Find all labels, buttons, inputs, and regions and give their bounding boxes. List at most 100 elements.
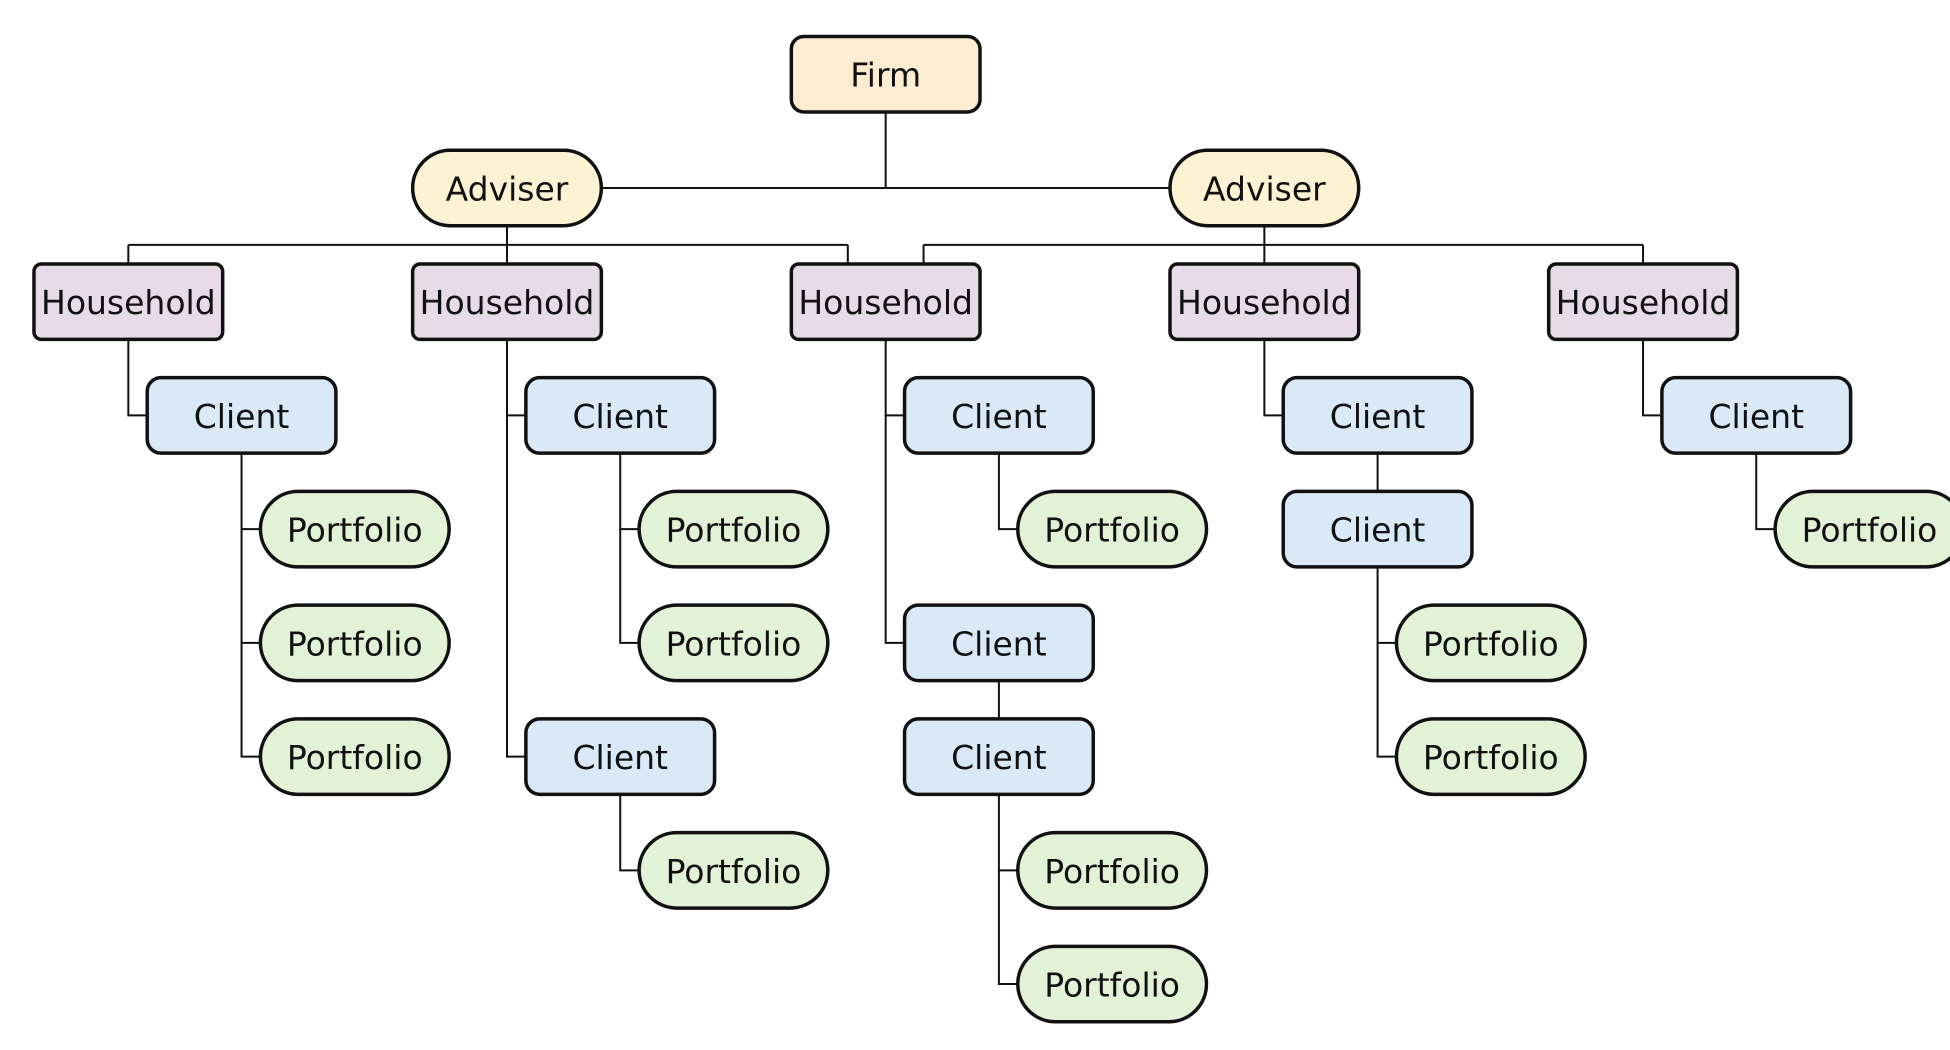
portfolio-node: Portfolio [637,603,830,683]
portfolio-box [637,830,830,910]
portfolio-box [1394,603,1587,683]
connector-line [619,453,640,531]
portfolio-label: Portfolio [666,511,802,550]
portfolio-node: Portfolio [1016,830,1209,910]
client-label: Client [572,397,668,436]
connector-line [997,870,1018,986]
portfolio-label: Portfolio [287,624,423,663]
portfolio-node: Portfolio [258,489,451,569]
client-node: Client [524,717,717,797]
adviser-label: Adviser [1203,169,1326,208]
client-node: Client [1281,489,1474,569]
household-label: Household [798,283,973,322]
client-node: Client [902,603,1096,683]
household-node: Household [789,262,982,342]
household-label: Household [1177,283,1352,322]
client-label: Client [1330,511,1426,550]
connector-line [506,415,526,758]
portfolio-node: Portfolio [258,717,451,797]
portfolio-node: Portfolio [1394,717,1587,797]
household-box [410,262,604,342]
client-node: Client [145,375,338,455]
portfolio-node: Portfolio [1773,489,1950,569]
client-box [1660,375,1853,455]
portfolio-box [637,603,830,683]
household-label: Household [1556,283,1731,322]
household-box [32,262,225,342]
household-label: Household [41,283,216,322]
firm-label: Firm [850,56,921,95]
connector-line [1755,453,1776,531]
connector-line [127,339,148,417]
client-box [1281,375,1474,455]
household-node: Household [32,262,225,342]
client-box [145,375,338,455]
portfolio-label: Portfolio [287,511,423,550]
portfolio-label: Portfolio [666,624,802,663]
portfolio-node: Portfolio [258,603,451,683]
client-label: Client [1330,397,1426,436]
connector-line [506,339,526,417]
connector-line [1376,566,1397,644]
portfolio-box [258,489,451,569]
household-node: Household [1168,262,1361,342]
portfolio-box [1016,830,1209,910]
portfolio-box [1394,717,1587,797]
client-label: Client [1708,397,1804,436]
client-label: Client [951,397,1047,436]
connector-line [997,794,1018,872]
client-label: Client [572,738,668,777]
portfolio-node: Portfolio [637,489,830,569]
client-node: Client [902,375,1096,455]
client-box [524,375,717,455]
portfolio-label: Portfolio [666,852,802,891]
client-label: Client [951,624,1047,663]
portfolio-label: Portfolio [287,738,423,777]
client-label: Client [951,738,1047,777]
portfolio-box [637,489,830,569]
adviser-node: Adviser [410,148,604,228]
client-label: Client [194,397,290,436]
connector-line [240,529,261,644]
connector-line [1642,339,1662,417]
adviser-node: Adviser [1168,148,1361,228]
portfolio-label: Portfolio [1802,511,1938,550]
portfolio-label: Portfolio [1044,852,1180,891]
client-node: Client [524,375,717,455]
portfolio-node: Portfolio [1016,489,1209,569]
connector-line [1376,642,1397,758]
household-label: Household [420,283,595,322]
client-node: Client [1660,375,1853,455]
connector-line [619,794,640,872]
connector-line [997,453,1018,531]
client-node: Client [902,717,1096,797]
client-box [902,717,1096,797]
portfolio-box [1016,944,1209,1024]
portfolio-box [258,603,451,683]
connector-lines [127,111,1776,986]
portfolio-node: Portfolio [637,830,830,910]
adviser-label: Adviser [446,169,569,208]
connector-line [884,415,905,644]
adviser-box [1168,148,1361,228]
portfolio-label: Portfolio [1423,738,1559,777]
firm-box [789,34,982,114]
connector-line [240,642,261,758]
portfolio-label: Portfolio [1044,966,1180,1005]
connector-line [1263,339,1284,417]
adviser-box [410,148,604,228]
household-node: Household [1546,262,1740,342]
household-box [1168,262,1361,342]
portfolio-box [258,717,451,797]
household-box [1546,262,1740,342]
firm-node: Firm [789,34,982,114]
portfolio-node: Portfolio [1394,603,1587,683]
client-box [902,603,1096,683]
portfolio-label: Portfolio [1423,624,1559,663]
connector-line [884,339,905,417]
portfolio-box [1016,489,1209,569]
client-box [524,717,717,797]
diagram-nodes: HouseholdClientPortfolioPortfolioPortfol… [32,34,1950,1024]
portfolio-label: Portfolio [1044,511,1180,550]
